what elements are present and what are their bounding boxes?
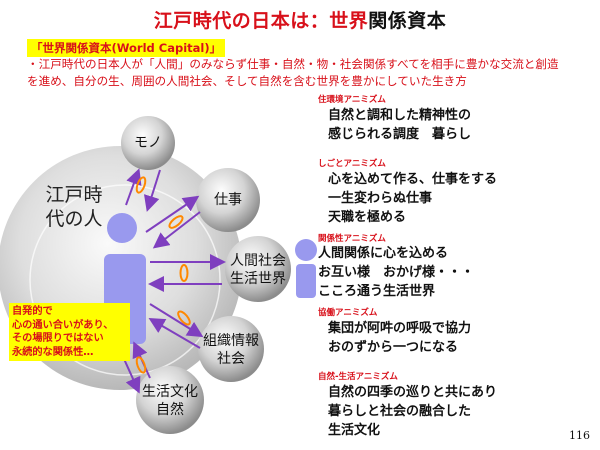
title-part-red: 江戸時代の日本は：世界	[153, 10, 369, 32]
animism-caption-4: 協働アニミズム	[318, 308, 378, 318]
page-number: 116	[569, 429, 590, 442]
animism-text-1: 自然と調和した精神性の 感じられる調度 暮らし	[328, 108, 472, 142]
node-circle-mono	[121, 116, 175, 170]
node-circle-seikatsu	[136, 366, 204, 434]
definition-body: ・江戸時代の日本人が「人間」のみならず仕事・自然・物・社会関係すべてを相手に豊か…	[27, 57, 559, 88]
animism-text-2: 心を込めて作る、仕事をする 一生変わらぬ仕事 天職を極める	[328, 172, 498, 225]
animism-caption-3: 関係性アニミズム	[318, 234, 386, 244]
node-circle-soshiki	[198, 316, 264, 382]
animism-caption-1: 住環境アニミズム	[318, 95, 386, 105]
node-label-soshiki: 組織情報 社会	[203, 333, 259, 367]
node-circle-ningen	[225, 236, 291, 302]
exchange-arrows	[119, 168, 226, 394]
animism-caption-5: 自然-生活アニミズム	[318, 372, 398, 382]
loop-marks	[135, 176, 191, 374]
node-label-seikatsu: 生活文化 自然	[142, 384, 198, 418]
node-label-ningen: 人間社会 生活世界	[230, 253, 286, 287]
relationship-note: 自発的で 心の通い合いがあり、 その場限りではない 永続的な関係性…	[9, 303, 130, 361]
animism-text-3: 人間関係に心を込める お互い様 おかげ様・・・ こころ通う生活世界	[318, 246, 475, 299]
animism-text-4: 集団が阿吽の呼吸で協力 おのずから一つになる	[328, 321, 472, 355]
title-part-black: 関係資本	[368, 10, 447, 32]
node-label-mono: モノ	[134, 135, 162, 151]
animism-caption-2: しごとアニミズム	[318, 159, 386, 169]
page-title: 江戸時代の日本は：世界関係資本	[0, 6, 600, 33]
definition-heading: 「世界関係資本(World Capital)」	[27, 39, 226, 57]
inner-orbit	[29, 184, 221, 376]
node-label-shigoto: 仕事	[214, 192, 242, 208]
node-circle-shigoto	[196, 168, 260, 232]
relation-person-icon	[295, 239, 317, 298]
animism-text-5: 自然の四季の巡りと共にあり 暮らしと社会の融合した 生活文化	[328, 385, 498, 438]
center-label: 江戸時代の人	[45, 184, 103, 230]
